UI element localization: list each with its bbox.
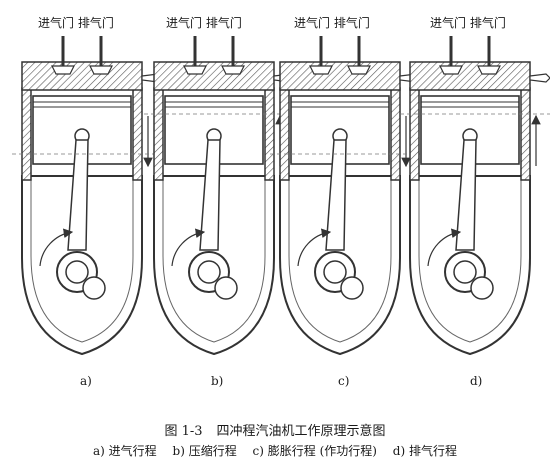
valve-label-c: 进气门 排气门 [294,16,370,30]
engine-power [270,36,420,354]
stroke-label-exhaust: d) 排气行程 [392,444,457,458]
engine-letter-a: a) [80,374,92,388]
engine-compression [144,36,294,354]
stroke-label-intake: a) 进气行程 [93,444,157,458]
stroke-labels: a) 进气行程 b) 压缩行程 c) 膨胀行程 (作功行程) d) 排气行程 [0,442,550,459]
stroke-label-compression: b) 压缩行程 [172,444,237,458]
valve-label-b: 进气门 排气门 [166,16,242,30]
engine-letter-d: d) [470,374,483,388]
figure-caption: 图 1-3 四冲程汽油机工作原理示意图 [0,420,550,439]
valve-label-a: 进气门 排气门 [38,16,114,30]
figure-number: 图 1-3 [164,424,203,439]
valve-label-d: 进气门 排气门 [430,16,506,30]
engine-letter-b: b) [211,374,224,388]
figure-title: 四冲程汽油机工作原理示意图 [216,424,386,439]
stroke-label-power: c) 膨胀行程 (作功行程) [252,444,377,458]
engine-intake [12,36,162,354]
engine-letter-c: c) [338,374,350,388]
engine-exhaust [400,36,550,354]
